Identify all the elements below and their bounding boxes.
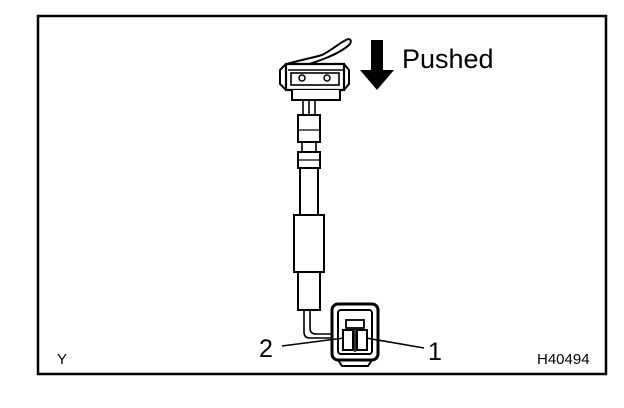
switch-leads [302, 100, 316, 115]
cable-sleeve [293, 151, 325, 311]
leader-line-2 [281, 337, 345, 347]
switch-lever [286, 38, 352, 71]
wire-sleeve-upper [297, 114, 321, 143]
action-label: Pushed [402, 44, 494, 74]
wire-gap [301, 142, 317, 152]
figure-id: H40494 [537, 351, 590, 368]
mounting-hole-icon [323, 74, 331, 82]
terminal-1 [356, 329, 368, 351]
connector-leads [303, 310, 334, 339]
mounting-hole-icon [298, 74, 306, 82]
terminal-label-left: 2 [259, 335, 273, 363]
connector [330, 302, 380, 367]
leader-line-1 [365, 337, 425, 349]
terminal-label-right: 1 [428, 338, 442, 366]
down-arrow-icon [360, 40, 394, 90]
micro-switch [279, 62, 350, 101]
corner-code: Y [57, 351, 67, 368]
terminal-2 [342, 329, 354, 351]
